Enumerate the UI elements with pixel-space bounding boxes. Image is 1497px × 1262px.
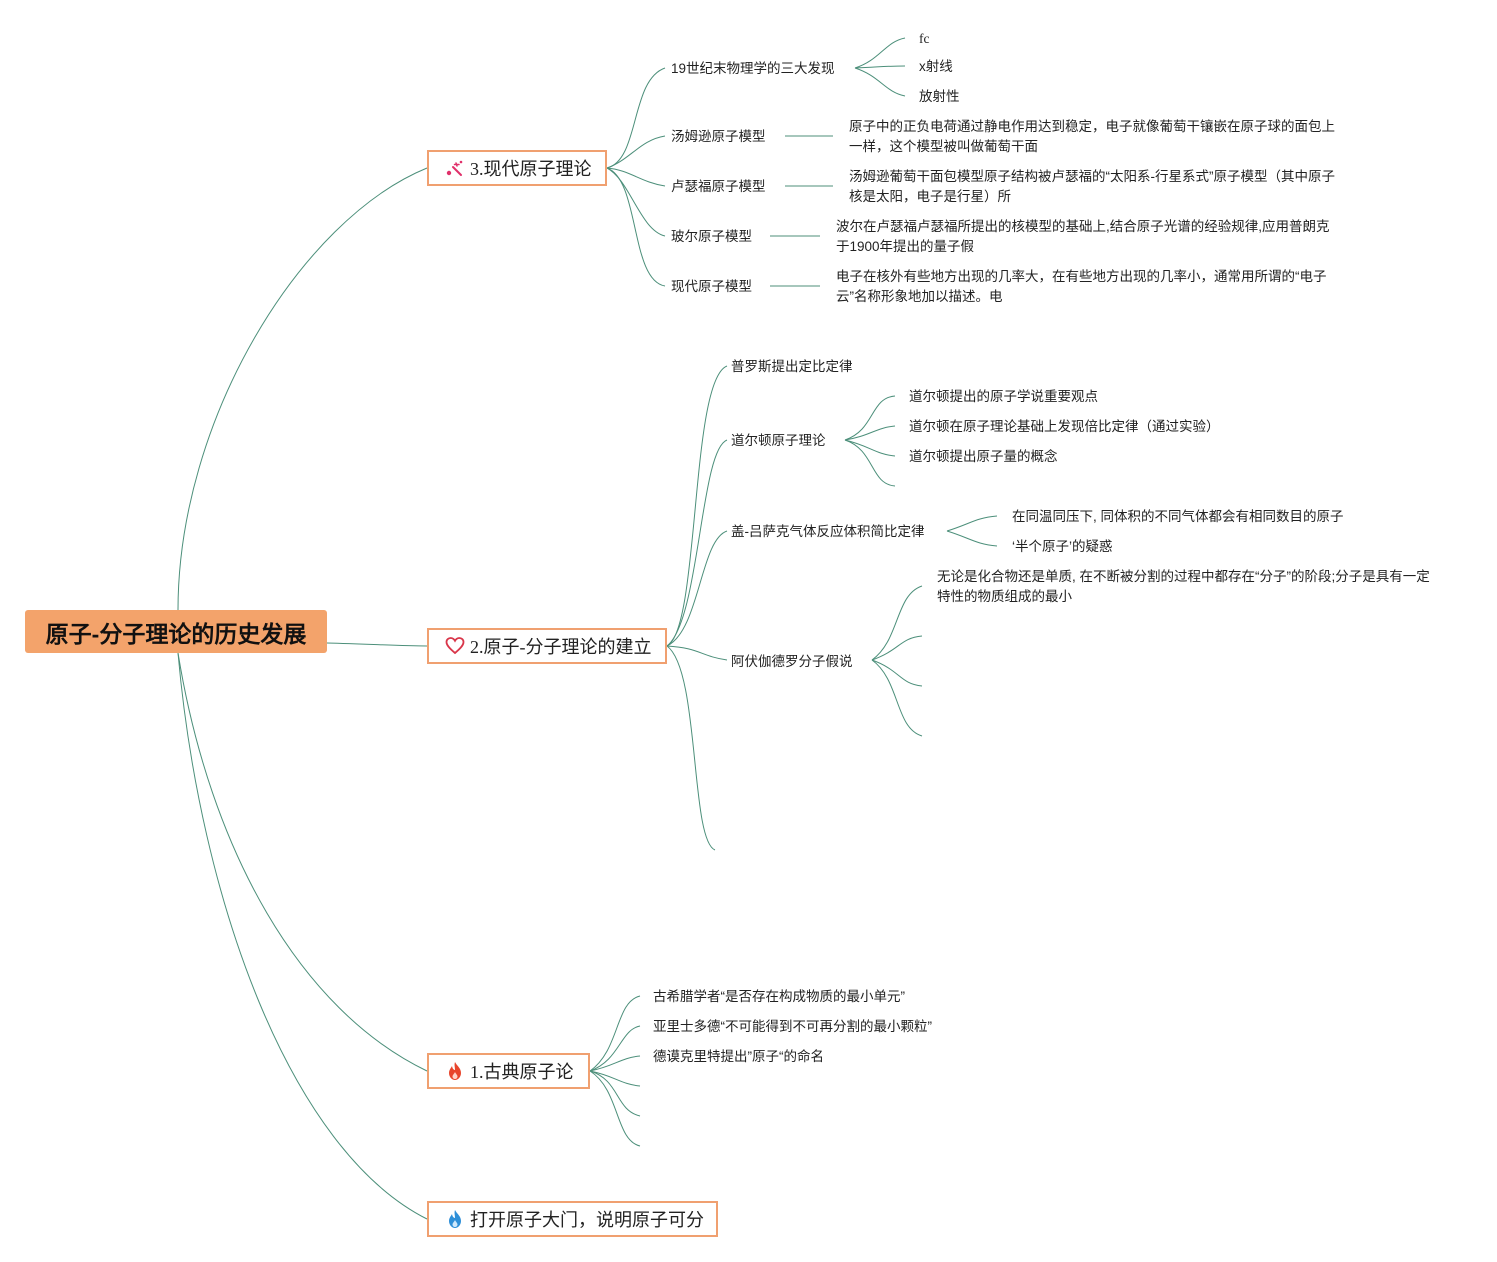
desc-bohr-model[interactable]: 波尔在卢瑟福卢瑟福所提出的核模型的基础上,结合原子光谱的经验规律,应用普朗克于1… (836, 219, 1330, 254)
node-greek-scholars[interactable]: 古希腊学者“是否存在构成物质的最小单元” (653, 989, 905, 1004)
node-bohr-model[interactable]: 玻尔原子模型 (671, 229, 752, 244)
root-topic[interactable]: 原子-分子理论的历史发展 (25, 610, 327, 653)
node-dalton-views[interactable]: 道尔顿提出的原子学说重要观点 (909, 389, 1098, 404)
node-dalton-theory[interactable]: 道尔顿原子理论 (731, 433, 826, 448)
desc-rutherford-model[interactable]: 汤姆逊葡萄干面包模型原子结构被卢瑟福的“太阳系-行星系式”原子模型（其中原子核是… (849, 169, 1335, 204)
node-radioactivity[interactable]: 放射性 (919, 89, 960, 104)
link-root-classical (177, 652, 428, 1072)
node-xray[interactable]: x射线 (919, 59, 953, 74)
branch-label: 3.现代原子理论 (470, 159, 592, 179)
branch-label: 打开原子大门，说明原子可分 (470, 1210, 704, 1230)
node-dalton-atomic-weight[interactable]: 道尔顿提出原子量的概念 (909, 449, 1058, 464)
node-dalton-multiple-proportions[interactable]: 道尔顿在原子理论基础上发现倍比定律（通过实验） (909, 419, 1220, 434)
node-aristotle[interactable]: 亚里士多德“不可能得到不可再分割的最小颗粒” (653, 1019, 932, 1034)
node-democritus[interactable]: 德谟克里特提出”原子“的命名 (653, 1049, 824, 1064)
node-rutherford-model[interactable]: 卢瑟福原子模型 (671, 179, 766, 194)
node-current-model[interactable]: 现代原子模型 (671, 279, 752, 294)
root-title: 原子-分子理论的历史发展 (45, 620, 307, 647)
node-same-volume-same-atoms[interactable]: 在同温同压下, 同体积的不同气体都会有相同数目的原子 (1012, 509, 1344, 524)
desc-avogadro-hypothesis[interactable]: 无论是化合物还是单质, 在不断被分割的过程中都存在“分子”的阶段;分子是具有一定… (937, 569, 1430, 604)
branch-label: 1.古典原子论 (470, 1062, 574, 1082)
node-gay-lussac-law[interactable]: 盖-吕萨克气体反应体积简比定律 (731, 524, 925, 539)
node-half-atom-doubt[interactable]: ‘半个原子’的疑惑 (1012, 539, 1113, 554)
node-proust-law[interactable]: 普罗斯提出定比定律 (731, 359, 853, 374)
link-root-establish (326, 642, 428, 647)
branch-classical-atomism[interactable]: 1.古典原子论 (427, 1053, 590, 1089)
node-fc[interactable]: fc (919, 31, 930, 46)
flame-icon (445, 1209, 465, 1229)
desc-thomson-model[interactable]: 原子中的正负电荷通过静电作用达到稳定，电子就像葡萄干镶嵌在原子球的面包上一样，这… (849, 119, 1335, 154)
heart-icon (445, 636, 465, 656)
sparkle-icon (445, 158, 465, 178)
branch-open-atom-door[interactable]: 打开原子大门，说明原子可分 (427, 1201, 718, 1237)
link-root-door (177, 652, 428, 1220)
fire-icon (445, 1061, 465, 1081)
desc-current-model[interactable]: 电子在核外有些地方出现的几率大，在有些地方出现的几率小，通常用所谓的“电子云”名… (836, 269, 1327, 304)
branch-modern-atomic-theory[interactable]: 3.现代原子理论 (427, 150, 607, 186)
node-thomson-model[interactable]: 汤姆逊原子模型 (671, 129, 766, 144)
branch-theory-establishment[interactable]: 2.原子-分子理论的建立 (427, 628, 667, 664)
node-three-discoveries[interactable]: 19世纪末物理学的三大发现 (671, 61, 835, 76)
node-avogadro-hypothesis[interactable]: 阿伏伽德罗分子假说 (731, 654, 853, 669)
branch-label: 2.原子-分子理论的建立 (470, 637, 652, 657)
link-root-modern (177, 167, 428, 611)
